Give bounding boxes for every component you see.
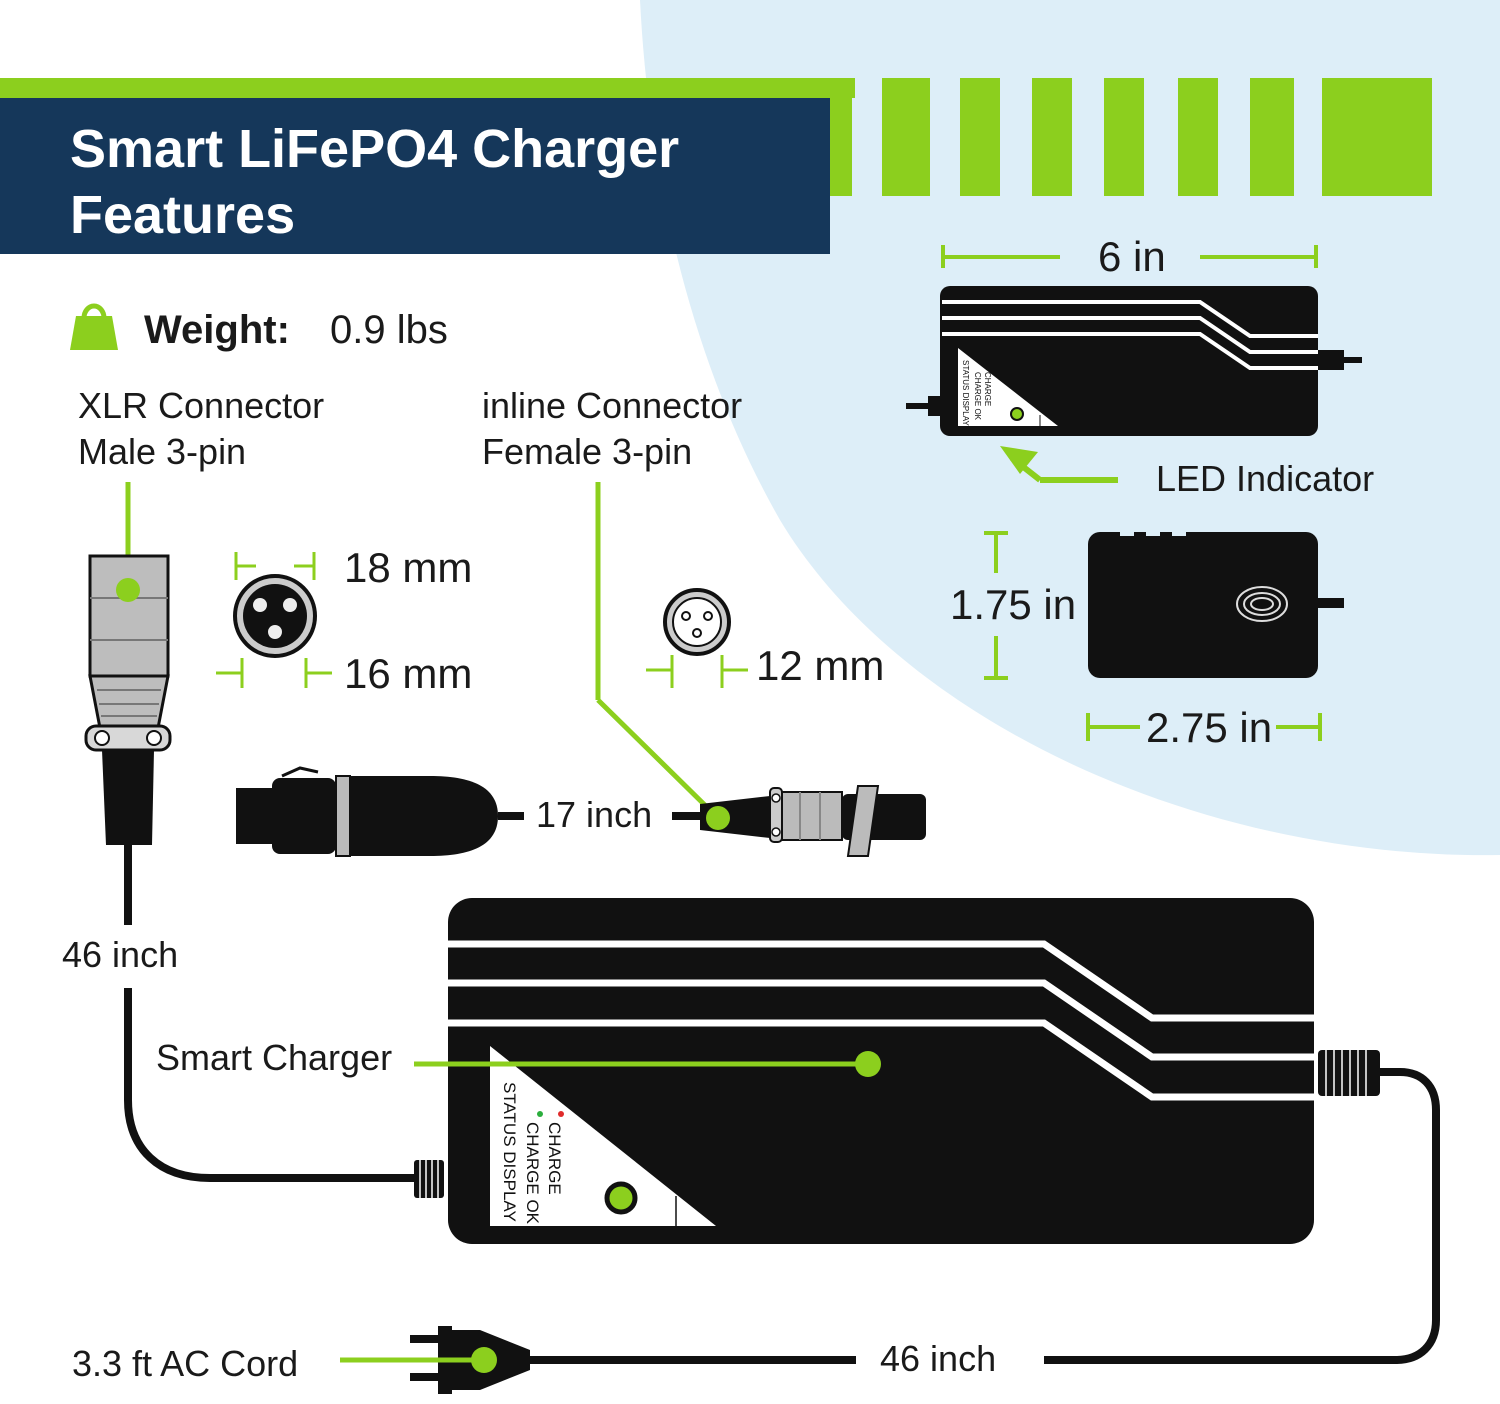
dc-strain-ridges xyxy=(419,1160,439,1198)
inline-face-icon xyxy=(663,588,731,656)
green-stripes xyxy=(828,78,1432,196)
xlr-face-icon xyxy=(233,574,317,658)
title-line-2: Features xyxy=(70,185,296,245)
status-display-text: STATUS DISPLAY xyxy=(500,1082,519,1222)
cable-17-label: 17 inch xyxy=(536,794,653,835)
charge-text: CHARGE xyxy=(545,1122,564,1195)
weight-label: Weight: xyxy=(144,308,290,352)
dc-strain-relief xyxy=(414,1160,444,1198)
xlr-female-connector xyxy=(236,766,498,857)
top-view-charger xyxy=(906,286,1362,436)
cable-bottom-label: 46 inch xyxy=(880,1338,997,1379)
top-view-status-panel-text: STATUS DISPLAY CHARGE OK CHARGE xyxy=(961,360,992,426)
ac-cable xyxy=(530,1068,1440,1364)
xlr-inner-dim-marker xyxy=(216,658,332,688)
inline-callout-line-diag xyxy=(596,698,720,820)
top-view-width-label: 6 in xyxy=(1098,233,1166,280)
side-view-charger xyxy=(1088,530,1344,678)
ac-cord-label: 3.3 ft AC Cord xyxy=(72,1343,299,1384)
inline-dimension: 12 mm xyxy=(756,642,885,689)
dc-cable xyxy=(124,845,418,1182)
side-view-height-marker xyxy=(984,531,1008,680)
inline-dim-marker xyxy=(646,655,748,688)
smart-charger-label: Smart Charger xyxy=(156,1037,393,1078)
side-view-depth-marker xyxy=(1086,713,1322,741)
main-status-panel-text: STATUS DISPLAY CHARGE OK CHARGE xyxy=(500,1082,564,1225)
smart-charger-callout-dot xyxy=(855,1051,881,1077)
main-charger-body xyxy=(448,898,1314,1244)
inline-label-line2: Female 3-pin xyxy=(482,431,693,472)
title-line-1: Smart LiFePO4 Charger xyxy=(70,119,680,179)
side-view-height-label: 1.75 in xyxy=(950,581,1077,628)
green-band xyxy=(0,78,855,98)
weight-value: 0.9 lbs xyxy=(330,308,448,352)
title-box xyxy=(0,98,830,254)
led-indicator-arrow xyxy=(1000,446,1118,483)
small-charge-text: CHARGE xyxy=(983,372,992,406)
small-charge-ok-text: CHARGE OK xyxy=(973,372,982,421)
inline-label-line1: inline Connector xyxy=(482,385,743,426)
xlr-male-connector xyxy=(84,554,172,845)
xlr-label-line2: Male 3-pin xyxy=(78,431,247,472)
shopping-bag-icon xyxy=(70,303,118,350)
inline-connector xyxy=(700,785,926,857)
led-indicator-label: LED Indicator xyxy=(1156,458,1375,499)
side-view-depth-label: 2.75 in xyxy=(1146,704,1273,751)
xlr-outer-dimension: 18 mm xyxy=(344,544,473,591)
xlr-label-line1: XLR Connector xyxy=(78,385,325,426)
page-title: Smart LiFePO4 Charger Features xyxy=(70,116,679,248)
charge-ok-text: CHARGE OK xyxy=(523,1122,542,1225)
top-view-width-marker xyxy=(941,245,1318,268)
xlr-outer-dim-marker xyxy=(234,552,316,580)
small-status-display-text: STATUS DISPLAY xyxy=(961,360,970,426)
ac-strain-relief xyxy=(1318,1050,1380,1096)
cable-left-label: 46 inch xyxy=(62,934,179,975)
xlr-inner-dimension: 16 mm xyxy=(344,650,473,697)
